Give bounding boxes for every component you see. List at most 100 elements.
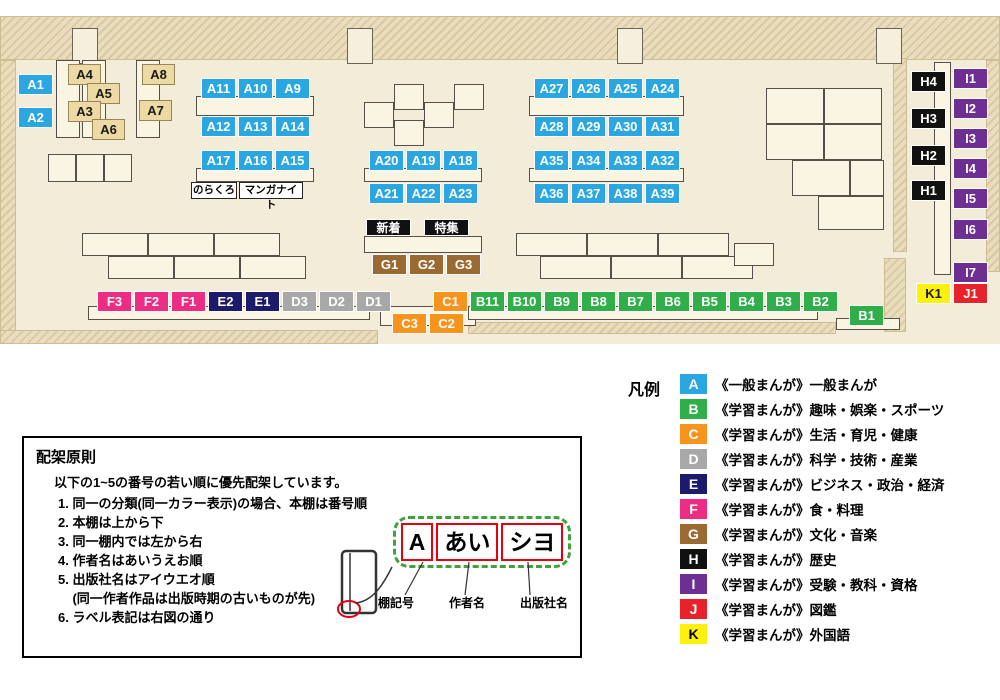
legend-row-F: F《学習まんが》食・料理 — [680, 499, 945, 519]
shelf-tag-E2: E2 — [208, 291, 243, 312]
shelf-tag-B5: B5 — [692, 291, 727, 312]
wall-hatch — [893, 58, 907, 252]
wall-hatch — [468, 322, 836, 334]
label-caption-3: 出版社名 — [519, 596, 568, 610]
shelf-tag-F3: F3 — [97, 291, 132, 312]
shelf — [529, 96, 684, 116]
shelf-tag-J1: J1 — [953, 283, 988, 304]
shelf-tag-I3: I3 — [953, 128, 988, 149]
legend-category-label: 《学習まんが》歴史 — [715, 553, 837, 568]
shelf — [734, 243, 774, 266]
shelf — [792, 160, 850, 196]
shelf-tag-C2: C2 — [429, 313, 464, 334]
shelf-tag-A27: A27 — [534, 78, 569, 99]
legend-row-J: J《学習まんが》図鑑 — [680, 599, 945, 619]
legend-row-I: I《学習まんが》受験・教科・資格 — [680, 574, 945, 594]
shelf — [766, 124, 824, 160]
shelf-tag-I2: I2 — [953, 98, 988, 119]
shelf-tag-A31: A31 — [645, 116, 680, 137]
shelf-tag-B4: B4 — [729, 291, 764, 312]
shelf-tag-D3: D3 — [282, 291, 317, 312]
shelf — [82, 233, 148, 256]
legend-chip-B: B — [680, 399, 707, 419]
pillar — [876, 28, 902, 64]
shelf-tag-H1: H1 — [911, 180, 946, 201]
shelf-tag-A38: A38 — [608, 183, 643, 204]
shelf-tag-G3: G3 — [446, 254, 481, 275]
shelf — [516, 233, 587, 256]
principle-item-4: 4. 作者名はあいうえお順 — [58, 553, 203, 568]
legend-category-label: 《学習まんが》文化・音楽 — [715, 528, 877, 543]
legend-chip-E: E — [680, 474, 707, 494]
shelf-label-マンガナイト: マンガナイト — [239, 182, 303, 211]
shelf-tag-A14: A14 — [275, 116, 310, 137]
shelf-tag-A18: A18 — [443, 150, 478, 171]
wall-hatch — [884, 258, 906, 332]
shelf — [394, 84, 424, 110]
legend-row-C: C 《学習まんが》生活・育児・健康 — [680, 424, 945, 444]
principle-item-2: 2. 本棚は上から下 — [58, 515, 164, 530]
shelf-tag-B7: B7 — [618, 291, 653, 312]
shelf-tag-K1: K1 — [916, 283, 951, 304]
legend-chip-D: D — [680, 449, 707, 469]
shelf — [529, 168, 684, 182]
shelf-tag-A1: A1 — [18, 74, 53, 95]
shelf — [174, 256, 240, 279]
shelf-tag-A39: A39 — [645, 183, 680, 204]
shelf — [824, 88, 882, 124]
wall-hatch — [986, 60, 1000, 272]
shelf-tag-I7: I7 — [953, 262, 988, 283]
shelf-tag-I5: I5 — [953, 188, 988, 209]
legend-chip-K: K — [680, 624, 707, 644]
legend-rows: A 《一般まんが》一般まんが B 《学習まんが》趣味・娯楽・スポーツ C 《学習まんが》生… — [680, 374, 945, 649]
legend-row-G: G《学習まんが》文化・音楽 — [680, 524, 945, 544]
legend-row-E: E 《学習まんが》ビジネス・政治・経済 — [680, 474, 945, 494]
legend-category-label: 《学習まんが》趣味・娯楽・スポーツ — [715, 403, 945, 418]
principles-intro: 以下の1~5の番号の若い順に優先配架しています。 — [54, 475, 348, 490]
shelf-tag-A3: A3 — [68, 101, 101, 122]
legend-chip-A: A — [680, 374, 707, 394]
wall-hatch — [0, 60, 16, 342]
shelf-tag-A8: A8 — [142, 64, 175, 85]
principle-item-7: 6. ラベル表記は右図の通り — [58, 610, 216, 625]
legend-title: 凡例 — [628, 382, 661, 399]
legend-row-A: A 《一般まんが》一般まんが — [680, 374, 945, 394]
legend-category-label: 《学習まんが》生活・育児・健康 — [715, 428, 918, 443]
shelf-tag-A24: A24 — [645, 78, 680, 99]
shelf — [424, 102, 454, 128]
shelf-tag-A5: A5 — [87, 83, 120, 104]
label-caption-1: 棚記号 — [378, 596, 415, 610]
shelf — [104, 154, 132, 182]
shelf — [766, 88, 824, 124]
shelf-tag-A26: A26 — [571, 78, 606, 99]
principle-item-3: 3. 同一棚内では左から右 — [58, 534, 203, 549]
shelf-tag-B6: B6 — [655, 291, 690, 312]
label-caption-2: 作者名 — [448, 596, 485, 610]
wall-hatch — [0, 330, 378, 344]
legend-category-label: 《一般まんが》一般まんが — [715, 378, 877, 393]
shelf-tag-I4: I4 — [953, 158, 988, 179]
shelf — [934, 62, 951, 275]
shelf-tag-A9: A9 — [275, 78, 310, 99]
shelf-tag-A4: A4 — [68, 64, 101, 85]
shelf-tag-A6: A6 — [92, 119, 125, 140]
principle-item-6: (同一作者作品は出版時期の古いものが先) — [58, 591, 316, 606]
shelf-tag-E1: E1 — [245, 291, 280, 312]
shelf-tag-C1: C1 — [433, 291, 468, 312]
shelf-tag-A16: A16 — [238, 150, 273, 171]
shelf-tag-D2: D2 — [319, 291, 354, 312]
shelf-tag-F2: F2 — [134, 291, 169, 312]
shelf-tag-B8: B8 — [581, 291, 616, 312]
shelf — [454, 84, 484, 110]
legend-row-H: H《学習まんが》歴史 — [680, 549, 945, 569]
shelf — [818, 196, 884, 230]
legend-category-label: 《学習まんが》ビジネス・政治・経済 — [715, 478, 945, 493]
pillar — [347, 28, 373, 64]
legend-chip-C: C — [680, 424, 707, 444]
shelf-tag-A36: A36 — [534, 183, 569, 204]
shelf-tag-A29: A29 — [571, 116, 606, 137]
